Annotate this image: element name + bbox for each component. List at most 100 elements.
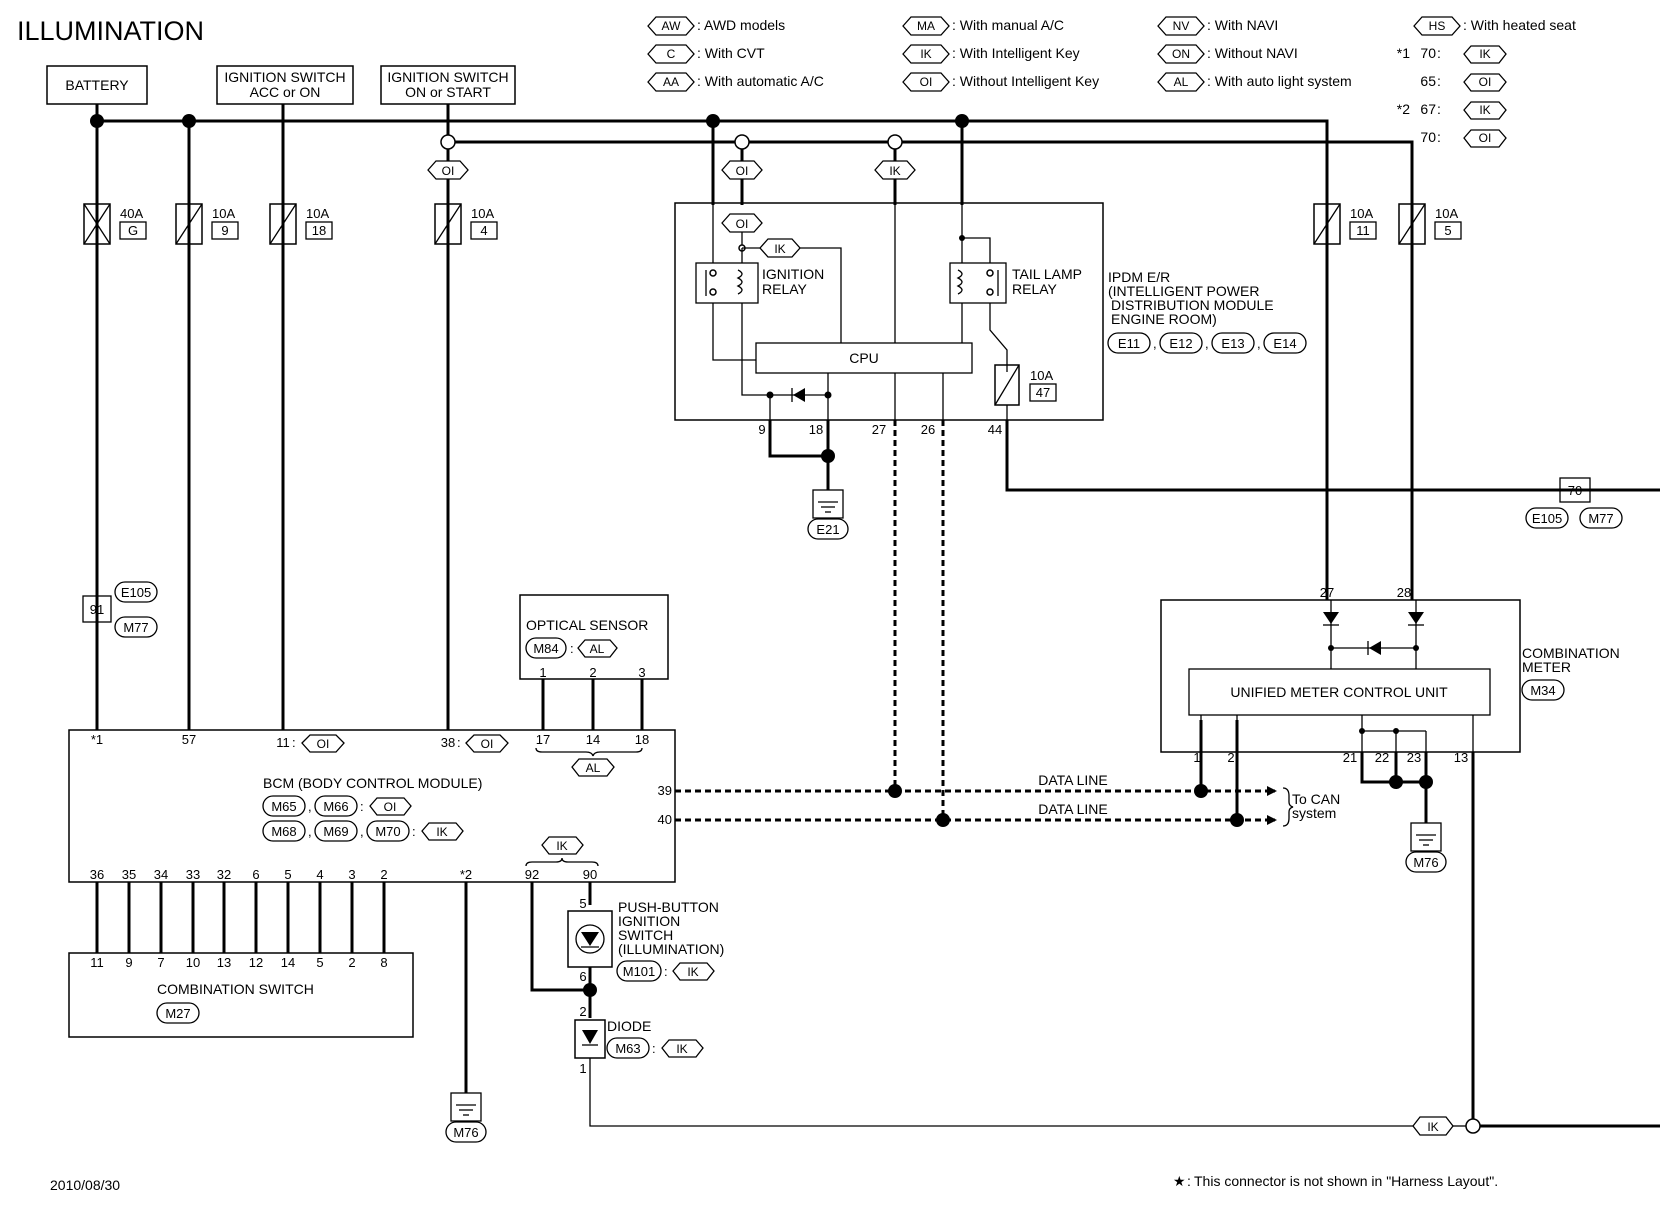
wire-battery-bus <box>97 119 1329 578</box>
ipdm-cpu: CPU <box>755 342 973 374</box>
legend-text-c: : With CVT <box>697 45 765 61</box>
svg-text:33: 33 <box>186 867 200 882</box>
ipdm-pin: 9 <box>758 422 765 437</box>
legend-text-aa: : With automatic A/C <box>697 73 824 89</box>
star-note-4: 70 : OI <box>1420 129 1507 148</box>
svg-text:M70: M70 <box>375 824 400 839</box>
svg-text:57: 57 <box>182 732 196 747</box>
svg-text:M84: M84 <box>533 641 558 656</box>
svg-text:,: , <box>1153 336 1157 351</box>
can-data-lines: DATA LINE DATA LINE To CAN system <box>675 420 1340 827</box>
svg-text:OPTICAL SENSOR: OPTICAL SENSOR <box>526 617 648 633</box>
svg-text:4: 4 <box>316 867 323 882</box>
legend-item-aa: AA : With automatic A/C <box>647 72 824 92</box>
optical-sensor: OPTICAL SENSOR M84 : AL 1 2 3 <box>519 594 669 680</box>
svg-text:SWITCH: SWITCH <box>618 927 673 943</box>
svg-text:PUSH-BUTTON: PUSH-BUTTON <box>618 899 719 915</box>
svg-text::: : <box>412 824 416 839</box>
star-note-pin: 70 <box>1420 129 1436 145</box>
data-line-label: DATA LINE <box>1038 772 1108 788</box>
svg-text:IK: IK <box>556 839 567 853</box>
legend-item-nv: NV : With NAVI <box>1157 16 1278 36</box>
svg-text:10A: 10A <box>1350 206 1373 221</box>
svg-text:14: 14 <box>281 955 295 970</box>
svg-text:ENGINE ROOM): ENGINE ROOM) <box>1111 311 1217 327</box>
star-note-mark: *2 <box>1397 101 1410 117</box>
legend-text-hs: : With heated seat <box>1463 17 1576 33</box>
svg-text:6: 6 <box>252 867 259 882</box>
svg-text:92: 92 <box>525 867 539 882</box>
svg-text:,: , <box>308 799 312 814</box>
svg-text:,: , <box>1257 336 1261 351</box>
svg-text:10A: 10A <box>306 206 329 221</box>
svg-text:IK: IK <box>687 965 698 979</box>
svg-text:M101: M101 <box>623 964 656 979</box>
svg-text:18: 18 <box>635 732 649 747</box>
svg-text:35: 35 <box>122 867 136 882</box>
svg-text:10A: 10A <box>1435 206 1458 221</box>
svg-text:M66: M66 <box>323 799 348 814</box>
svg-text:21: 21 <box>1343 750 1357 765</box>
svg-text:E105: E105 <box>1532 511 1562 526</box>
svg-text:M34: M34 <box>1530 683 1555 698</box>
legend-text-ik: : With Intelligent Key <box>952 45 1080 61</box>
star-note-pin: 67 <box>1420 101 1436 117</box>
legend-code-al: AL <box>1174 75 1189 89</box>
fuse-10a-5: 10A 5 <box>1398 203 1462 245</box>
ipdm-pin: 26 <box>921 422 935 437</box>
ignition-switch-acc-box: IGNITION SWITCH ACC or ON <box>216 65 354 105</box>
diode-m63: 2 1 DIODE M63 : IK <box>574 1004 704 1076</box>
legend-text-oi: : Without Intelligent Key <box>952 73 1099 89</box>
legend-code-on: ON <box>1172 47 1190 61</box>
svg-text:14: 14 <box>586 732 600 747</box>
svg-text::: : <box>570 641 574 656</box>
push-button-ignition-switch: 5 6 PUSH-BUTTON IGNITION SWITCH (ILLUMIN… <box>530 882 724 1018</box>
legend-text-ma: : With manual A/C <box>952 17 1064 33</box>
diagram-date: 2010/08/30 <box>50 1177 120 1193</box>
ipdm-pin: 27 <box>872 422 886 437</box>
star-note-code: IK <box>1479 103 1490 117</box>
svg-text:METER: METER <box>1522 659 1571 675</box>
star-note-code: OI <box>1479 131 1492 145</box>
svg-text:10: 10 <box>186 955 200 970</box>
code-ik-bottom: IK <box>1412 1116 1454 1136</box>
svg-text:40: 40 <box>658 812 672 827</box>
svg-text:,: , <box>1205 336 1209 351</box>
fuse-10a-9: 10A 9 <box>175 203 239 245</box>
svg-text:IGNITION SWITCH: IGNITION SWITCH <box>224 69 345 85</box>
svg-text:COMBINATION: COMBINATION <box>1522 645 1620 661</box>
ipdm-pin: 44 <box>988 422 1002 437</box>
bcm-ground: M76 <box>445 882 487 1143</box>
wire-diode-to-meter <box>589 1058 1416 1127</box>
svg-text:1: 1 <box>1193 750 1200 765</box>
svg-text:2: 2 <box>1227 750 1234 765</box>
svg-text:17: 17 <box>536 732 550 747</box>
svg-text:OI: OI <box>736 217 749 231</box>
joint-91: 91 E105 M77 <box>82 581 158 638</box>
svg-text:9: 9 <box>125 955 132 970</box>
svg-text:13: 13 <box>217 955 231 970</box>
star-note-2: 65 : OI <box>1420 73 1507 92</box>
fuse-10a-11: 10A 11 <box>1313 203 1377 245</box>
svg-text::: : <box>1437 101 1441 117</box>
svg-text::: : <box>1437 45 1441 61</box>
svg-text:13: 13 <box>1454 750 1468 765</box>
svg-text:2: 2 <box>579 1004 586 1019</box>
battery-box: BATTERY <box>46 65 148 105</box>
svg-text:5: 5 <box>579 896 586 911</box>
svg-text:,: , <box>360 824 364 839</box>
svg-text::: : <box>457 735 461 750</box>
code-ik-internal: IK <box>759 238 801 258</box>
svg-text:11: 11 <box>276 735 290 750</box>
bcm-to-combination-switch-wires <box>95 882 386 953</box>
combination-switch-name: COMBINATION SWITCH <box>157 981 314 997</box>
svg-text::: : <box>1187 1173 1191 1189</box>
svg-text:OI: OI <box>736 164 749 178</box>
svg-text:38: 38 <box>441 735 455 750</box>
svg-text:10A: 10A <box>1030 368 1053 383</box>
fuse-10a-18: 10A 18 <box>269 203 333 245</box>
svg-text::: : <box>1437 129 1441 145</box>
svg-text:9: 9 <box>221 223 228 238</box>
svg-text:(ILLUMINATION): (ILLUMINATION) <box>618 941 724 957</box>
svg-text:28: 28 <box>1397 585 1411 600</box>
